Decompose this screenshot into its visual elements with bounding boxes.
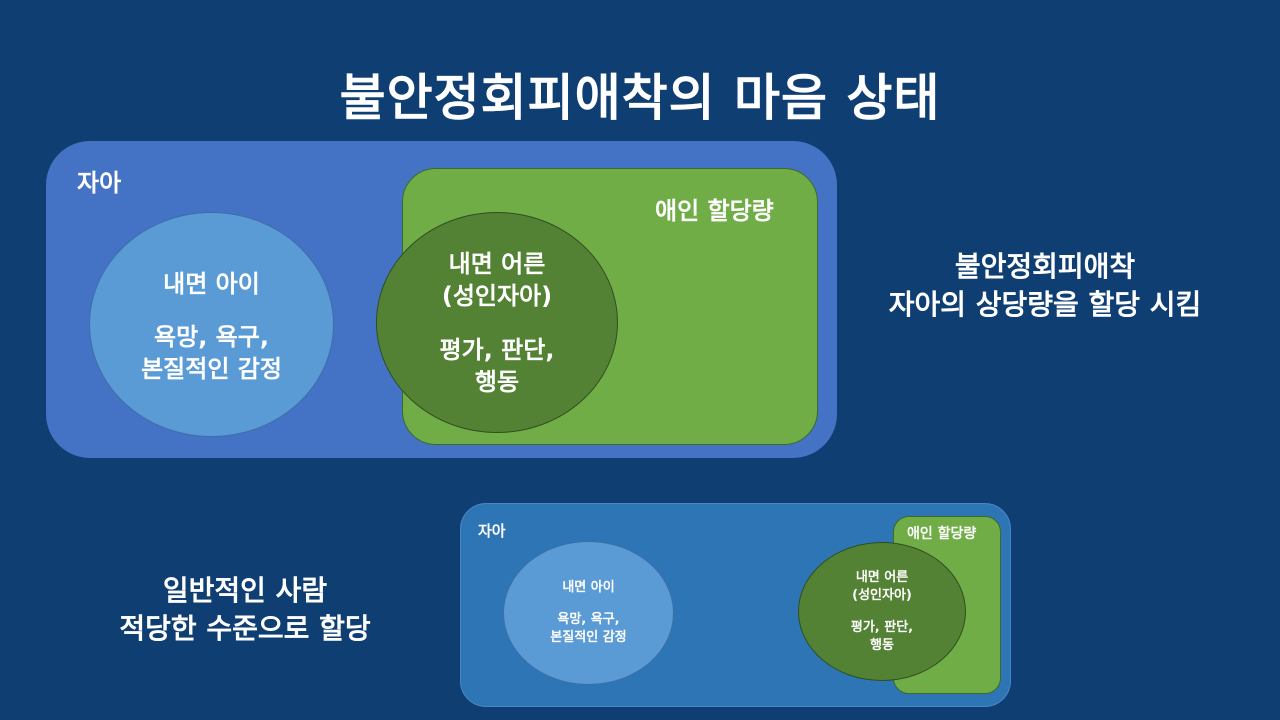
top-caption-line1: 불안정회피애착 — [954, 250, 1136, 283]
top-caption-line2: 자아의 상당량을 할당 시킴 — [888, 288, 1202, 321]
bottom-caption-line1: 일반적인 사람 — [162, 574, 328, 607]
self-label-top: 자아 — [77, 169, 122, 197]
slide-title: 불안정회피애착의 마음 상태 — [339, 69, 941, 127]
inner-adult-desc-line1-top: 평가, 판단, — [439, 335, 555, 364]
bottom-caption: 일반적인 사람 적당한 수준으로 할당 — [90, 572, 400, 648]
inner-adult-desc-line2-bottom: 행동 — [870, 637, 894, 653]
inner-adult-name-line1-bottom: 내면 어른 — [855, 569, 909, 585]
lover-allocation-label-top: 애인 할당량 — [655, 197, 774, 225]
self-label-bottom: 자아 — [478, 522, 506, 540]
inner-child-desc-line1-top: 욕망, 욕구, — [154, 323, 269, 351]
inner-adult-name-line2-top: (성인자아) — [441, 281, 553, 310]
inner-adult-ellipse-top: 내면 어른 (성인자아) 평가, 판단, 행동 — [376, 212, 618, 433]
inner-child-ellipse-top: 내면 아이 욕망, 욕구, 본질적인 감정 — [89, 212, 334, 437]
bottom-caption-line2: 적당한 수준으로 할당 — [119, 612, 371, 645]
inner-child-name-top: 내면 아이 — [163, 270, 260, 298]
inner-adult-desc-line1-bottom: 평가, 판단, — [850, 619, 914, 635]
inner-child-desc-line2-top: 본질적인 감정 — [141, 355, 282, 383]
inner-child-desc-line2-bottom: 본질적인 감정 — [550, 630, 627, 645]
inner-adult-ellipse-bottom: 내면 어른 (성인자아) 평가, 판단, 행동 — [798, 542, 966, 681]
inner-child-name-bottom: 내면 아이 — [562, 580, 615, 595]
lover-allocation-label-bottom: 애인 할당량 — [907, 526, 977, 542]
inner-adult-name-line1-top: 내면 어른 — [448, 249, 546, 278]
inner-adult-name-line2-bottom: (성인자아) — [852, 587, 912, 603]
top-caption: 불안정회피애착 자아의 상당량을 할당 시킴 — [860, 248, 1230, 324]
inner-child-desc-line1-bottom: 욕망, 욕구, — [557, 612, 620, 627]
inner-child-ellipse-bottom: 내면 아이 욕망, 욕구, 본질적인 감정 — [503, 541, 674, 685]
inner-adult-desc-line2-top: 행동 — [474, 367, 520, 396]
